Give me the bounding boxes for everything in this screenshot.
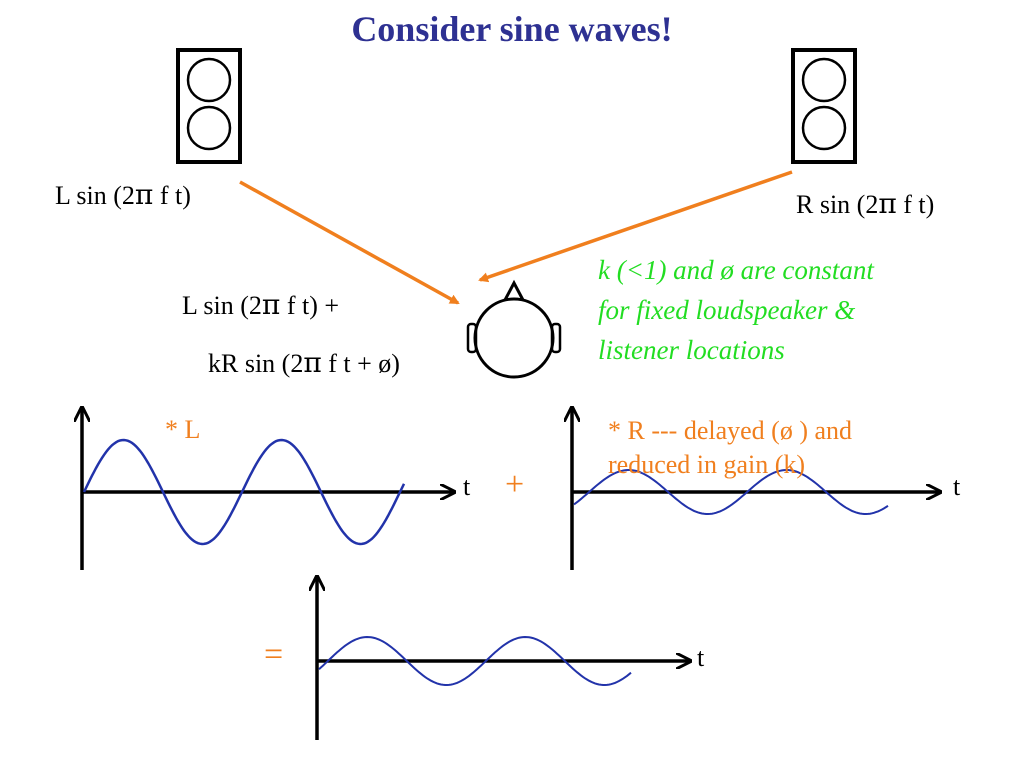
- pi-symbol: π: [878, 187, 897, 220]
- listener-formula-line1: L sin (2π f t) +: [182, 288, 339, 321]
- graph1-wave: [82, 438, 406, 546]
- pi-symbol: π: [134, 178, 154, 211]
- right-channel-graph: [572, 408, 940, 570]
- constant-note: k (<1) and ø are constant for fixed loud…: [598, 250, 1008, 370]
- graph3-t-label: t: [697, 643, 705, 672]
- left-sound-arrow: [239, 180, 460, 305]
- left-speaker-label: L sin (2π f t): [55, 178, 191, 211]
- right-speaker-icon: [791, 48, 857, 164]
- graph2-t-label: t: [953, 472, 961, 501]
- formula1-suffix: f t) +: [280, 291, 340, 320]
- formula2-prefix: kR sin (2: [208, 349, 304, 378]
- right-label-suffix: f t): [896, 190, 935, 219]
- formula1-prefix: L sin (2: [182, 291, 262, 320]
- plus-sign: +: [505, 466, 525, 503]
- right-label-line-1: * R --- delayed (ø ) and: [608, 416, 853, 445]
- graph2-wave: [573, 469, 889, 515]
- slide-title: Consider sine waves!: [351, 9, 673, 49]
- left-label-suffix: f t): [153, 181, 191, 210]
- listener-head-icon: [466, 279, 562, 379]
- left-channel-label: * L: [165, 415, 201, 444]
- note-line-2: for fixed loudspeaker &: [598, 295, 856, 325]
- formula2-suffix: f t + ø): [321, 349, 400, 378]
- right-label-prefix: R sin (2: [796, 190, 879, 219]
- right-sound-arrow: [478, 170, 793, 283]
- sum-graph: [317, 577, 690, 740]
- left-channel-graph: [82, 408, 454, 570]
- graph1-t-label: t: [463, 472, 471, 501]
- right-channel-label: * R --- delayed (ø ) and reduced in gain…: [608, 414, 852, 482]
- right-label-line-2: reduced in gain (k): [608, 450, 806, 479]
- pi-symbol: π: [261, 288, 281, 321]
- graph3-wave: [318, 635, 632, 686]
- left-label-prefix: L sin (2: [55, 181, 135, 210]
- note-line-3: listener locations: [598, 335, 785, 365]
- left-speaker-icon: [176, 48, 242, 164]
- right-speaker-label: R sin (2π f t): [796, 187, 934, 220]
- listener-formula-line2: kR sin (2π f t + ø): [208, 346, 400, 379]
- note-line-1: k (<1) and ø are constant: [598, 255, 874, 285]
- pi-symbol: π: [303, 346, 322, 379]
- equals-sign: =: [264, 636, 284, 673]
